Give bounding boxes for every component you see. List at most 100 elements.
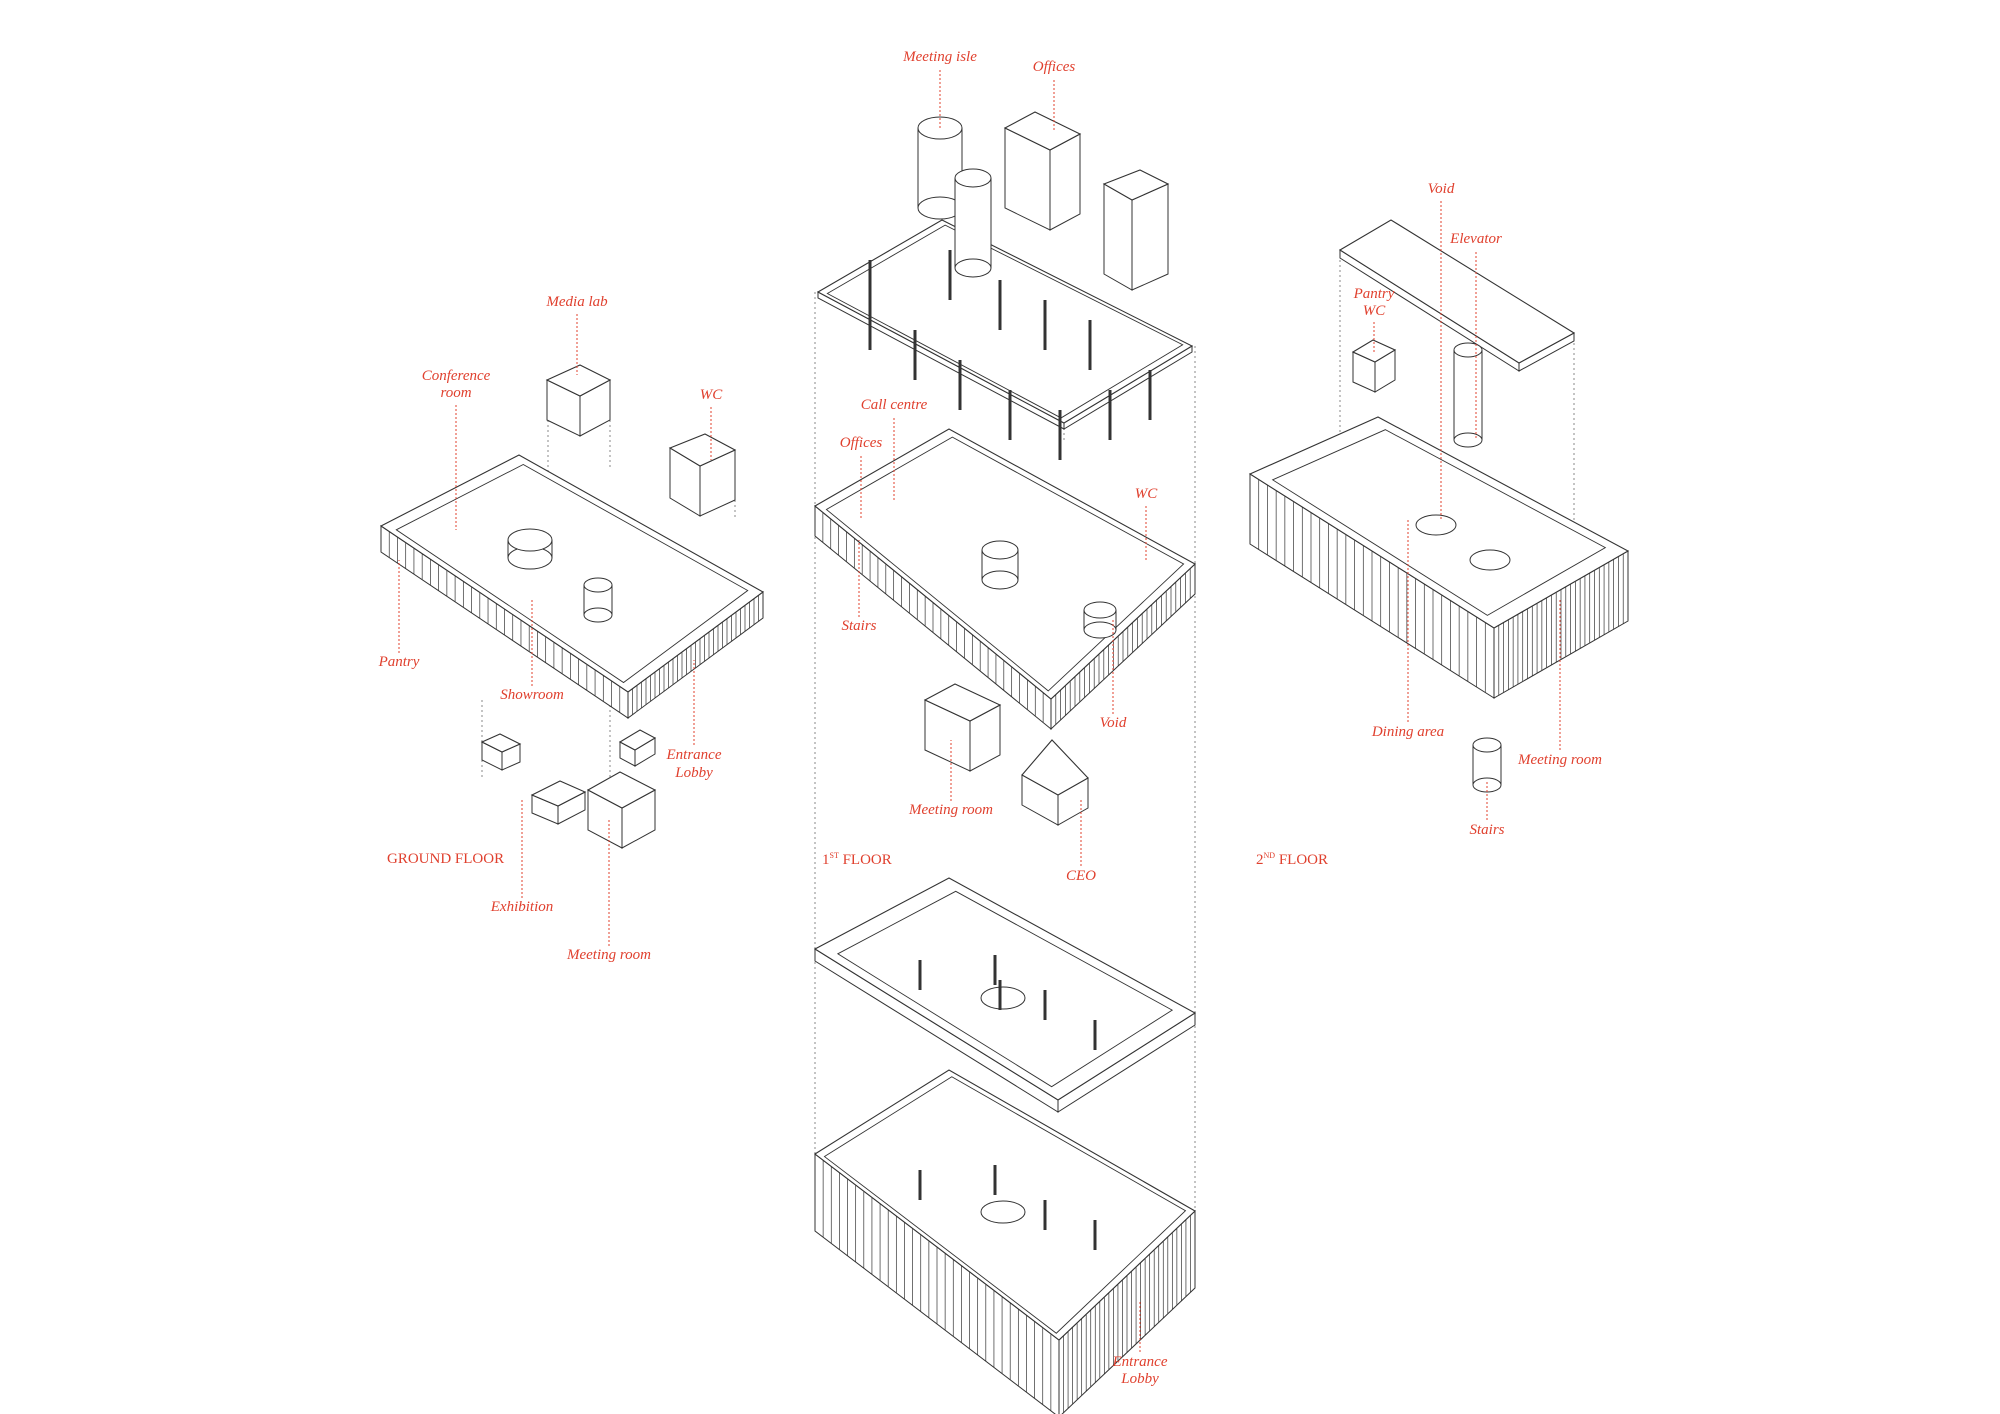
top-face [816, 219, 1194, 424]
first-floor-stair-core [981, 540, 1019, 590]
front-right-face [1049, 133, 1081, 231]
ground-floor-base [814, 1069, 1196, 1414]
label-entrance-lobby-line1: Entrance [666, 747, 722, 763]
cylinder-body [1454, 350, 1482, 440]
ground-stair-core [583, 577, 613, 623]
leader-lines [398, 70, 1561, 1352]
cylinder-top [1472, 737, 1502, 753]
label-showroom: Showroom [500, 687, 564, 703]
floor-suffix: ST [829, 851, 839, 860]
label-void-first: Void [1099, 715, 1127, 731]
label-entrance-lobby-line2: Lobby [675, 765, 713, 781]
label-exhibition: Exhibition [490, 899, 554, 915]
front-right-face [1131, 183, 1169, 291]
top-face [1021, 739, 1089, 796]
exhibition-wall-b [530, 780, 587, 825]
label-conference-room-line2: room [440, 385, 472, 401]
building-volumes [379, 111, 1630, 1414]
top-face [1338, 219, 1576, 364]
label-media-lab: Media lab [546, 294, 608, 310]
second-floor-slab [1248, 416, 1630, 699]
top-face [480, 733, 522, 753]
top-face [1102, 169, 1170, 201]
wc-volume [668, 433, 737, 517]
cylinder-top [1453, 342, 1483, 358]
front-left-face [1103, 183, 1133, 291]
ground-floor-slab [379, 454, 765, 719]
ground-floor-title: GROUND FLOOR [387, 851, 505, 867]
cylinder-base [1083, 621, 1117, 639]
inner-outline [836, 890, 1174, 1088]
exhibition-wall-c [618, 729, 657, 767]
label-dining-area: Dining area [1371, 724, 1445, 740]
top-face [530, 780, 587, 807]
label-wc-first: WC [1134, 486, 1158, 502]
floor-number: 2 [1256, 852, 1264, 868]
cylinder-base [954, 258, 992, 278]
floor-word: FLOOR [1278, 852, 1328, 868]
label-meeting-room-first: Meeting room [908, 802, 994, 818]
label-stairs-second: Stairs [1469, 822, 1505, 838]
inner-outline [826, 224, 1184, 419]
cylinder-top [507, 528, 553, 552]
label-elevator: Elevator [1450, 231, 1502, 247]
top-face [1003, 111, 1082, 151]
label-void-second: Void [1427, 181, 1455, 197]
cylinder-base [1453, 432, 1483, 448]
inner-outline [825, 436, 1185, 692]
label-meeting-room-ground: Meeting room [566, 947, 652, 963]
cylinder-base [981, 570, 1019, 590]
label-pantry-wc-line2: WC [1362, 303, 1386, 319]
inner-outline [1271, 429, 1607, 616]
void-opening [1415, 514, 1457, 536]
media-lab-volume [545, 364, 612, 437]
first-floor-title: 1ST FLOOR [822, 851, 892, 869]
ceo-pod [1021, 739, 1089, 826]
inner-outline [823, 1076, 1187, 1334]
void-opening [980, 1200, 1026, 1224]
label-entrance-lobby-first-line1: Entrance [1112, 1354, 1168, 1370]
second-floor-title: 2ND FLOOR [1256, 851, 1328, 869]
top-face [1248, 416, 1630, 629]
label-entrance-lobby-first-line2: Lobby [1121, 1371, 1159, 1387]
meeting-room-pod [923, 683, 1002, 772]
cylinder-top [583, 577, 613, 593]
floor-word: FLOOR [842, 852, 892, 868]
cylinder-base [583, 607, 613, 623]
cylinder-top [954, 168, 992, 188]
top-face [923, 683, 1002, 722]
first-floor-roof-frame [816, 219, 1194, 430]
label-pantry: Pantry [378, 654, 420, 670]
exhibition-wall-a [480, 733, 522, 771]
meeting-isle-pod-2 [954, 168, 992, 278]
label-pantry-wc-line1: Pantry [1353, 286, 1395, 302]
second-floor-stairs [1472, 737, 1502, 793]
top-face [668, 433, 737, 467]
first-floor-void [1083, 601, 1117, 639]
meeting-room-volume [586, 771, 657, 849]
label-offices-top: Offices [1032, 59, 1076, 75]
floor-suffix: ND [1263, 851, 1276, 860]
label-conference-room-line1: Conference [421, 368, 491, 384]
label-call-centre: Call centre [860, 397, 928, 413]
void-opening [1469, 549, 1511, 571]
top-face [545, 364, 612, 397]
cylinder-body [955, 178, 991, 268]
top-face [813, 877, 1197, 1101]
inner-outline [395, 463, 749, 684]
label-meeting-isle: Meeting isle [903, 49, 977, 65]
label-stairs-first: Stairs [841, 618, 877, 634]
cylinder-base [1472, 777, 1502, 793]
label-meeting-room-second: Meeting room [1517, 752, 1603, 768]
elevator-shaft [1453, 342, 1483, 448]
top-face [586, 771, 657, 809]
label-ceo: CEO [1066, 868, 1096, 884]
label-wc-ground: WC [699, 387, 723, 403]
cylinder-top [981, 540, 1019, 560]
label-offices: Offices [839, 435, 883, 451]
second-floor-upper-block [1338, 219, 1576, 372]
top-face [618, 729, 657, 751]
wc-pod-top [1102, 169, 1170, 291]
